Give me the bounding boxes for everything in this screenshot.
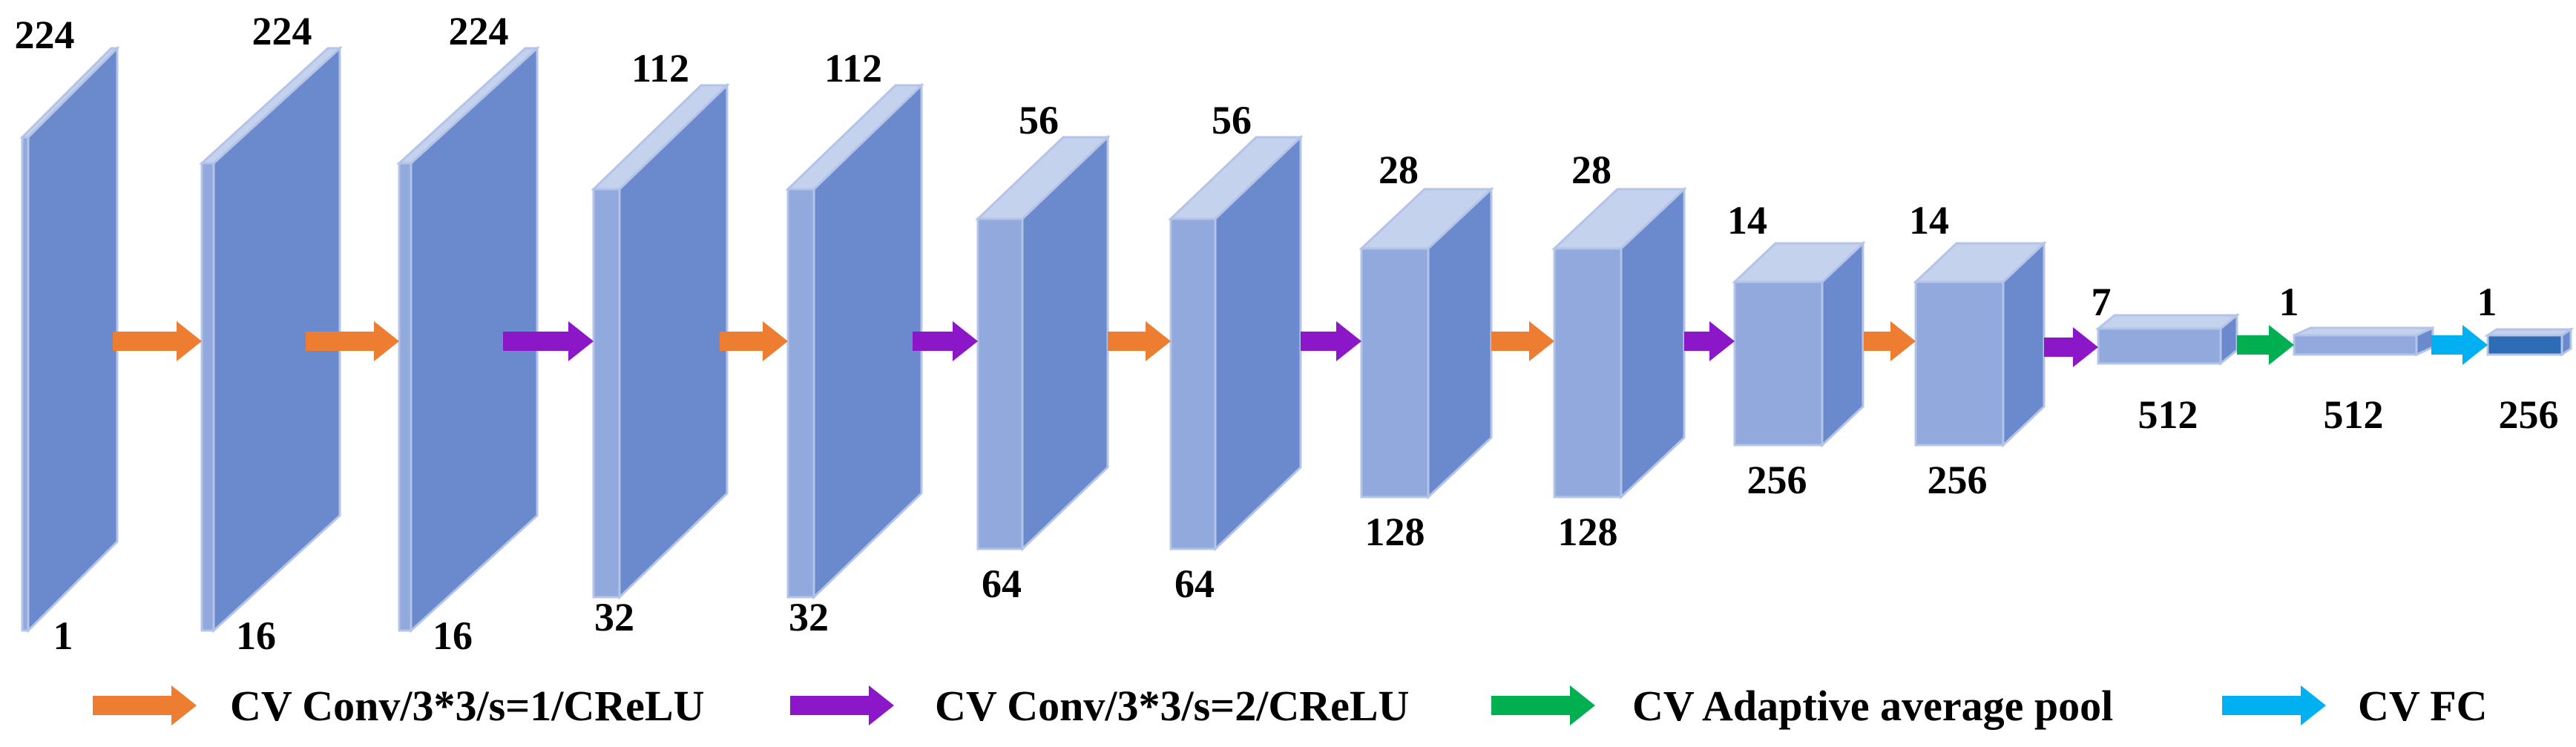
feature-map-block — [1913, 240, 2047, 448]
block-bottom-label: 64 — [982, 562, 1022, 606]
legend-label: CV FC — [2358, 682, 2488, 730]
legend-entry: CV FC — [2222, 682, 2488, 730]
block-top-label: 14 — [1727, 198, 1767, 243]
dimension-labels: 224 1 224 16 224 16 112 32 112 32 56 64 56 64 28 128 28 1… — [15, 9, 2559, 658]
block-top-label: 112 — [631, 46, 689, 91]
block-top-label: 56 — [1212, 98, 1252, 142]
conv-s1-arrow — [1108, 321, 1171, 361]
legend-label: CV Conv/3*3/s=1/CReLU — [230, 682, 704, 730]
conv-s1-arrow — [1491, 321, 1554, 361]
block-front-face — [1169, 217, 1217, 550]
block-bottom-label: 64 — [1174, 562, 1215, 606]
block-bottom-label: 256 — [1747, 458, 1807, 502]
legend-label: CV Conv/3*3/s=2/CReLU — [935, 682, 1409, 730]
legend-fc-arrow — [2222, 685, 2326, 725]
legend-label: CV Adaptive average pool — [1632, 682, 2113, 730]
block-bottom-label: 16 — [433, 613, 473, 658]
feature-map-block — [396, 45, 540, 634]
block-top-label: 28 — [1379, 148, 1419, 192]
block-front-face — [398, 162, 413, 632]
block-front-face — [2293, 334, 2418, 356]
conv-s1-arrow — [720, 321, 788, 361]
feature-map-block — [1732, 240, 1866, 448]
legend-conv-s2-arrow — [790, 685, 894, 725]
block-top-label: 1 — [2279, 280, 2299, 324]
feature-map-block — [1551, 186, 1687, 500]
conv-s2-arrow — [913, 321, 978, 361]
block-front-face — [21, 136, 30, 632]
legend-pool-arrow — [1491, 685, 1595, 725]
block-front-face — [2097, 327, 2222, 365]
block-top-label: 1 — [2477, 280, 2497, 324]
block-front-face — [2486, 334, 2563, 356]
block-bottom-label: 256 — [2499, 392, 2559, 437]
block-top-label: 56 — [1019, 98, 1059, 142]
conv-s1-arrow — [306, 321, 399, 361]
feature-map-block — [2293, 326, 2434, 357]
fc-arrow — [2431, 325, 2488, 365]
block-bottom-label: 128 — [1365, 510, 1425, 554]
feature-map-block — [1168, 134, 1304, 552]
block-front-face — [976, 217, 1024, 550]
block-bottom-label: 16 — [236, 613, 276, 658]
pool-arrow — [2237, 325, 2294, 365]
block-top-label: 7 — [2092, 280, 2112, 324]
feature-map-block — [2484, 327, 2575, 357]
conv-s2-arrow — [1301, 321, 1361, 361]
block-front-face — [200, 162, 215, 632]
block-top-label: 224 — [252, 9, 312, 53]
feature-map-block — [19, 45, 120, 634]
conv-s2-arrow — [503, 321, 594, 361]
legend-entry: CV Conv/3*3/s=1/CReLU — [93, 682, 704, 730]
conv-s2-arrow — [2044, 327, 2098, 367]
conv-s1-arrow — [1864, 321, 1916, 361]
block-front-face — [1360, 247, 1430, 498]
block-top-label: 224 — [15, 13, 75, 57]
conv-s2-arrow — [1684, 321, 1735, 361]
block-top-face — [2094, 314, 2241, 330]
block-top-label: 112 — [824, 46, 882, 91]
block-top-label: 28 — [1571, 148, 1611, 192]
block-bottom-label: 512 — [2138, 392, 2198, 437]
block-front-face — [1914, 280, 2005, 447]
feature-map-block — [1358, 186, 1494, 500]
block-bottom-label: 512 — [2324, 392, 2384, 437]
block-bottom-label: 256 — [1928, 458, 1988, 502]
feature-map-blocks — [19, 45, 2575, 634]
conv-s1-arrow — [113, 321, 202, 361]
legend-entry: CV Conv/3*3/s=2/CReLU — [790, 682, 1409, 730]
block-side-face — [27, 45, 119, 634]
legend: CV Conv/3*3/s=1/CReLU CV Conv/3*3/s=2/CRe… — [93, 682, 2488, 730]
block-bottom-label: 1 — [53, 613, 73, 658]
block-top-label: 224 — [449, 9, 509, 53]
block-bottom-label: 32 — [594, 595, 634, 639]
block-front-face — [592, 188, 621, 599]
block-front-face — [1553, 247, 1623, 498]
feature-map-block — [2094, 312, 2241, 366]
feature-map-block — [199, 45, 343, 634]
block-top-label: 14 — [1909, 198, 1949, 243]
legend-conv-s1-arrow — [93, 685, 197, 725]
connector-arrows — [113, 321, 2488, 367]
feature-map-block — [785, 82, 924, 600]
block-front-face — [786, 188, 815, 599]
feature-map-block — [975, 134, 1111, 552]
block-bottom-label: 32 — [789, 595, 829, 639]
block-bottom-label: 128 — [1558, 510, 1618, 554]
legend-entry: CV Adaptive average pool — [1491, 682, 2113, 730]
feature-map-block — [591, 82, 730, 600]
block-front-face — [1733, 280, 1824, 447]
